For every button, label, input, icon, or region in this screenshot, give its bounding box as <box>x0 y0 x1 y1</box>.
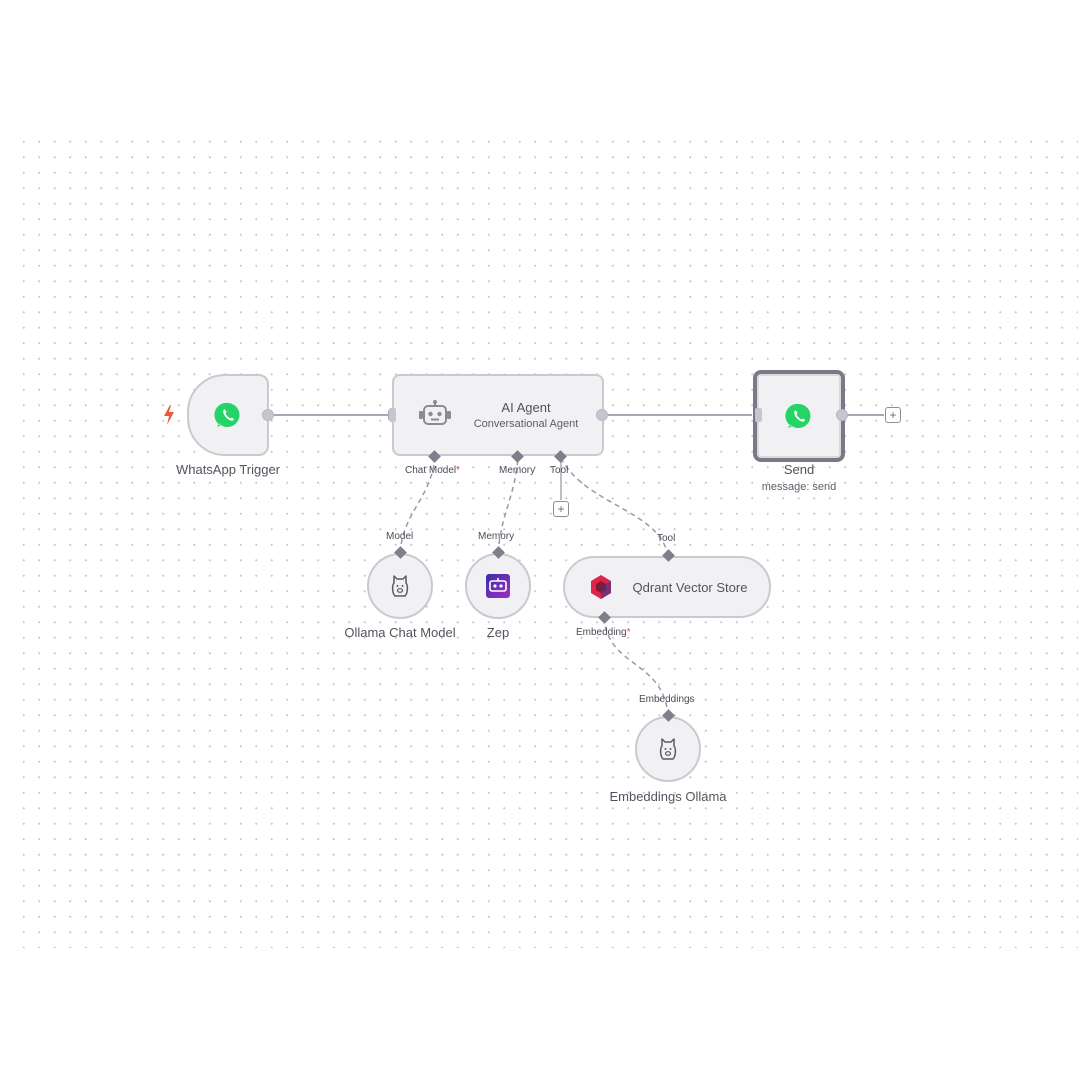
qdrant-vector-store-node[interactable]: Qdrant Vector Store <box>563 556 771 618</box>
chat-model-text: Chat Model <box>405 465 457 476</box>
add-tool-button[interactable]: + <box>553 501 569 517</box>
send-subtitle: message: send <box>761 481 837 493</box>
agent-input-handle[interactable] <box>389 408 396 422</box>
whatsapp-trigger-node[interactable] <box>187 374 269 456</box>
send-input-handle[interactable] <box>755 408 762 422</box>
embeddings-ollama-node[interactable] <box>635 716 701 782</box>
embedding-text: Embedding <box>576 627 627 638</box>
send-label: Send <box>783 462 815 477</box>
zep-label: Zep <box>486 625 510 640</box>
ai-agent-node[interactable]: AI Agent Conversational Agent <box>392 374 604 456</box>
agent-memory-port-label: Memory <box>499 465 536 476</box>
qdrant-tool-port-label: Tool <box>657 533 676 544</box>
ai-agent-title: AI Agent <box>501 400 551 415</box>
required-marker: * <box>456 465 461 476</box>
qdrant-icon <box>591 575 611 599</box>
ollama-chat-model-label: Ollama Chat Model <box>344 625 456 640</box>
ai-agent-subtitle: Conversational Agent <box>473 418 579 430</box>
embeddings-ollama-label: Embeddings Ollama <box>609 789 727 804</box>
send-output-handle[interactable] <box>836 409 848 421</box>
whatsapp-trigger-label: WhatsApp Trigger <box>175 462 281 477</box>
agent-chat-model-port-label: Chat Model* <box>405 465 460 476</box>
llama-icon <box>391 575 409 597</box>
whatsapp-icon <box>785 403 811 428</box>
required-marker: * <box>626 627 631 638</box>
embeddings-output-port-label: Embeddings <box>639 694 695 705</box>
workflow-canvas[interactable] <box>12 128 1078 948</box>
ollama-chat-model-node[interactable] <box>367 553 433 619</box>
ollama-model-port-label: Model <box>386 531 414 542</box>
send-node[interactable] <box>753 370 845 462</box>
agent-tool-port-label: Tool <box>550 465 569 476</box>
add-node-button[interactable]: + <box>885 407 901 423</box>
trigger-output-handle[interactable] <box>262 409 274 421</box>
robot-icon <box>419 400 451 425</box>
zep-icon <box>486 574 510 598</box>
trigger-bolt-icon <box>164 405 174 425</box>
qdrant-embedding-port-label: Embedding* <box>576 627 631 638</box>
qdrant-label: Qdrant Vector Store <box>632 580 748 595</box>
agent-output-handle[interactable] <box>596 409 608 421</box>
llama-icon <box>659 738 677 760</box>
whatsapp-icon <box>214 402 240 427</box>
zep-node[interactable] <box>465 553 531 619</box>
zep-memory-port-label: Memory <box>478 531 515 542</box>
